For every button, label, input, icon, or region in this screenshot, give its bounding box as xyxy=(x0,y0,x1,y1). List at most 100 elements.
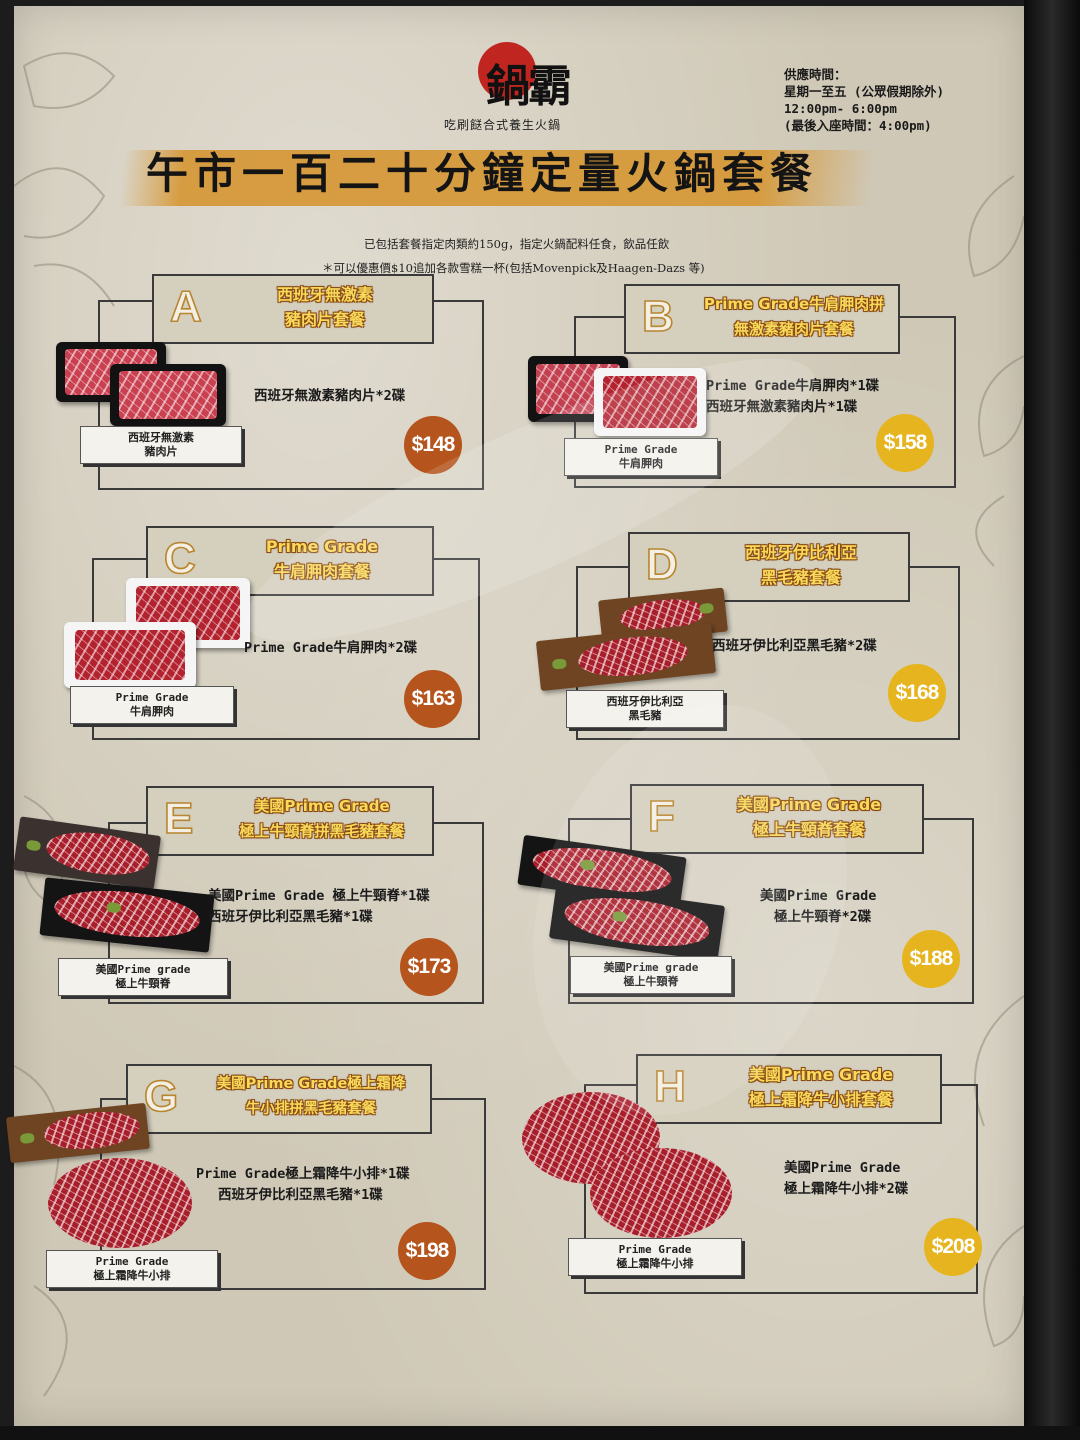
set-content-line: 西班牙伊比利亞黑毛豬*2碟 xyxy=(712,638,877,654)
set-c-price: $163 xyxy=(404,670,462,728)
meat-label-line: 黑毛豬 xyxy=(628,709,662,722)
meat-label-line: 極上霜降牛小排 xyxy=(616,1257,694,1270)
set-content-line: 美國Prime Grade 極上牛頸脊*1碟 xyxy=(208,888,430,904)
set-inclusion-note: 已包括套餐指定肉類約150g，指定火鍋配料任食，飲品任飲 xyxy=(364,237,670,251)
set-d-content: 西班牙伊比利亞黑毛豬*2碟 xyxy=(712,636,877,657)
vegetable-sketch-icon xyxy=(974,995,1024,1348)
set-d-title: 西班牙伊比利亞 黑毛豬套餐 xyxy=(700,540,902,590)
set-b-header: B Prime Grade牛肩胛肉拼 無激素豬肉片套餐 xyxy=(624,284,900,354)
set-content-line: 極上霜降牛小排*2碟 xyxy=(784,1181,909,1197)
set-e-price: $173 xyxy=(400,938,458,996)
set-content-line: 西班牙無激素豬肉片*1碟 xyxy=(706,399,858,415)
set-title-line: 無激素豬肉片套餐 xyxy=(733,320,854,338)
set-a-letter: A xyxy=(169,281,202,332)
set-title-line: 美國Prime Grade xyxy=(736,795,882,814)
meat-tray-image xyxy=(110,364,226,426)
restaurant-logo: 鍋霸 xyxy=(472,36,582,126)
meat-tray-image xyxy=(594,368,706,436)
page-title: 午市一百二十分鐘定量火鍋套餐 xyxy=(146,149,819,198)
beef-plate-image xyxy=(590,1148,732,1238)
set-a-content: 西班牙無激素豬肉片*2碟 xyxy=(254,386,405,407)
meat-label-line: 極上牛頸脊 xyxy=(115,977,171,990)
set-f-content: 美國Prime Grade 極上牛頸脊*2碟 xyxy=(760,886,876,928)
set-h-content: 美國Prime Grade 極上霜降牛小排*2碟 xyxy=(784,1158,908,1200)
set-f-meat-label: 美國Prime grade 極上牛頸脊 xyxy=(570,956,732,994)
set-title-line: 極上霜降牛小排套餐 xyxy=(748,1090,893,1109)
vegetable-sketch-icon xyxy=(968,175,1024,567)
meat-label-line: Prime Grade xyxy=(618,1243,692,1256)
set-title-line: 西班牙無激素 xyxy=(276,285,373,304)
menu-binder-edge xyxy=(1024,0,1080,1440)
hours-line: 供應時間： xyxy=(784,67,847,82)
vegetable-sketch-icon xyxy=(14,52,116,307)
set-title-line: 美國Prime Grade xyxy=(748,1065,894,1084)
meat-label-line: Prime Grade xyxy=(604,443,678,456)
set-b-letter: B xyxy=(641,291,674,342)
logo-text: 鍋霸 xyxy=(486,61,572,112)
set-g-title: 美國Prime Grade極上霜降 牛小排拼黑毛豬套餐 xyxy=(198,1072,424,1122)
meat-label-line: 西班牙伊比利亞 xyxy=(606,695,684,708)
set-title-line: 牛小排拼黑毛豬套餐 xyxy=(245,1101,377,1117)
set-h-title: 美國Prime Grade 極上霜降牛小排套餐 xyxy=(708,1062,934,1112)
set-e-title: 美國Prime Grade 極上牛頸脊拼黑毛豬套餐 xyxy=(218,794,426,844)
set-b-meat-label: Prime Grade 牛肩胛肉 xyxy=(564,438,718,476)
set-a-meat-label: 西班牙無激素 豬肉片 xyxy=(80,426,242,464)
set-f-price: $188 xyxy=(902,930,960,988)
set-h-meat-label: Prime Grade 極上霜降牛小排 xyxy=(568,1238,742,1276)
set-title-line: 西班牙伊比利亞 xyxy=(744,543,857,562)
meat-label-line: 極上霜降牛小排 xyxy=(93,1269,171,1282)
meat-label-line: 牛肩胛肉 xyxy=(130,705,174,718)
set-g-price: $198 xyxy=(398,1222,456,1280)
set-title-line: Prime Grade xyxy=(265,537,379,556)
set-e-letter: E xyxy=(163,793,194,844)
table-edge xyxy=(0,1426,1080,1440)
set-title-line: 黑毛豬套餐 xyxy=(760,568,841,587)
hours-line: (最後入座時間：4:00pm) xyxy=(784,118,932,133)
set-g-header: G 美國Prime Grade極上霜降 牛小排拼黑毛豬套餐 xyxy=(126,1064,432,1134)
set-g-letter: G xyxy=(143,1071,179,1122)
set-c-content: Prime Grade牛肩胛肉*2碟 xyxy=(244,638,417,659)
set-h-header: H 美國Prime Grade 極上霜降牛小排套餐 xyxy=(636,1054,942,1124)
set-h-price: $208 xyxy=(924,1218,982,1276)
set-f-title: 美國Prime Grade 極上牛頸脊套餐 xyxy=(702,792,916,842)
set-b-title: Prime Grade牛肩胛肉拼 無激素豬肉片套餐 xyxy=(696,292,892,342)
set-d-header: D 西班牙伊比利亞 黑毛豬套餐 xyxy=(628,532,910,602)
ice-cream-addon-note: ＊可以優惠價$10追加各款雪糕一杯(包括Movenpick及Haagen-Daz… xyxy=(322,261,705,275)
set-title-line: Prime Grade牛肩胛肉拼 xyxy=(703,295,885,313)
set-content-line: 美國Prime Grade xyxy=(784,1160,901,1176)
set-content-line: 西班牙無激素豬肉片*2碟 xyxy=(254,388,406,404)
meat-label-line: Prime Grade xyxy=(95,1255,169,1268)
set-f-letter: F xyxy=(647,791,675,842)
set-a-price: $148 xyxy=(404,416,462,474)
hours-line: 星期一至五 (公眾假期除外) xyxy=(784,84,945,99)
set-a-title: 西班牙無激素 豬肉片套餐 xyxy=(224,282,426,332)
meat-label-line: 牛肩胛肉 xyxy=(619,457,663,470)
set-content-line: 西班牙伊比利亞黑毛豬*1碟 xyxy=(218,1187,383,1203)
set-a-header: A 西班牙無激素 豬肉片套餐 xyxy=(152,274,434,344)
set-content-line: Prime Grade牛肩胛肉*1碟 xyxy=(706,378,880,394)
set-d-price: $168 xyxy=(888,664,946,722)
meat-label-line: 美國Prime grade xyxy=(603,961,699,974)
set-c-meat-label: Prime Grade 牛肩胛肉 xyxy=(70,686,234,724)
set-d-meat-label: 西班牙伊比利亞 黑毛豬 xyxy=(566,690,724,728)
set-b-price: $158 xyxy=(876,414,934,472)
meat-label-line: 極上牛頸脊 xyxy=(623,975,679,988)
meat-tray-image xyxy=(64,622,196,688)
set-title-line: 極上牛頸脊套餐 xyxy=(752,820,865,839)
meat-label-line: 西班牙無激素 xyxy=(128,431,194,444)
restaurant-tagline: 吃刷餸合式養生火鍋 xyxy=(444,118,562,132)
meat-label-line: 豬肉片 xyxy=(144,445,178,458)
set-c-title: Prime Grade 牛肩胛肉套餐 xyxy=(218,534,426,584)
set-title-line: 豬肉片套餐 xyxy=(284,310,365,329)
set-d-letter: D xyxy=(645,539,678,590)
set-b-content: Prime Grade牛肩胛肉*1碟 西班牙無激素豬肉片*1碟 xyxy=(706,376,879,418)
meat-label-line: Prime Grade xyxy=(115,691,189,704)
set-title-line: 美國Prime Grade極上霜降 xyxy=(216,1076,406,1092)
set-content-line: Prime Grade極上霜降牛小排*1碟 xyxy=(196,1166,410,1182)
set-content-line: 極上牛頸脊*2碟 xyxy=(774,909,872,925)
beef-plate-image xyxy=(522,1092,660,1184)
set-e-meat-label: 美國Prime grade 極上牛頸脊 xyxy=(58,958,228,996)
set-g-meat-label: Prime Grade 極上霜降牛小排 xyxy=(46,1250,218,1288)
beef-plate-image xyxy=(48,1158,192,1248)
logo-red-circle xyxy=(478,42,536,100)
